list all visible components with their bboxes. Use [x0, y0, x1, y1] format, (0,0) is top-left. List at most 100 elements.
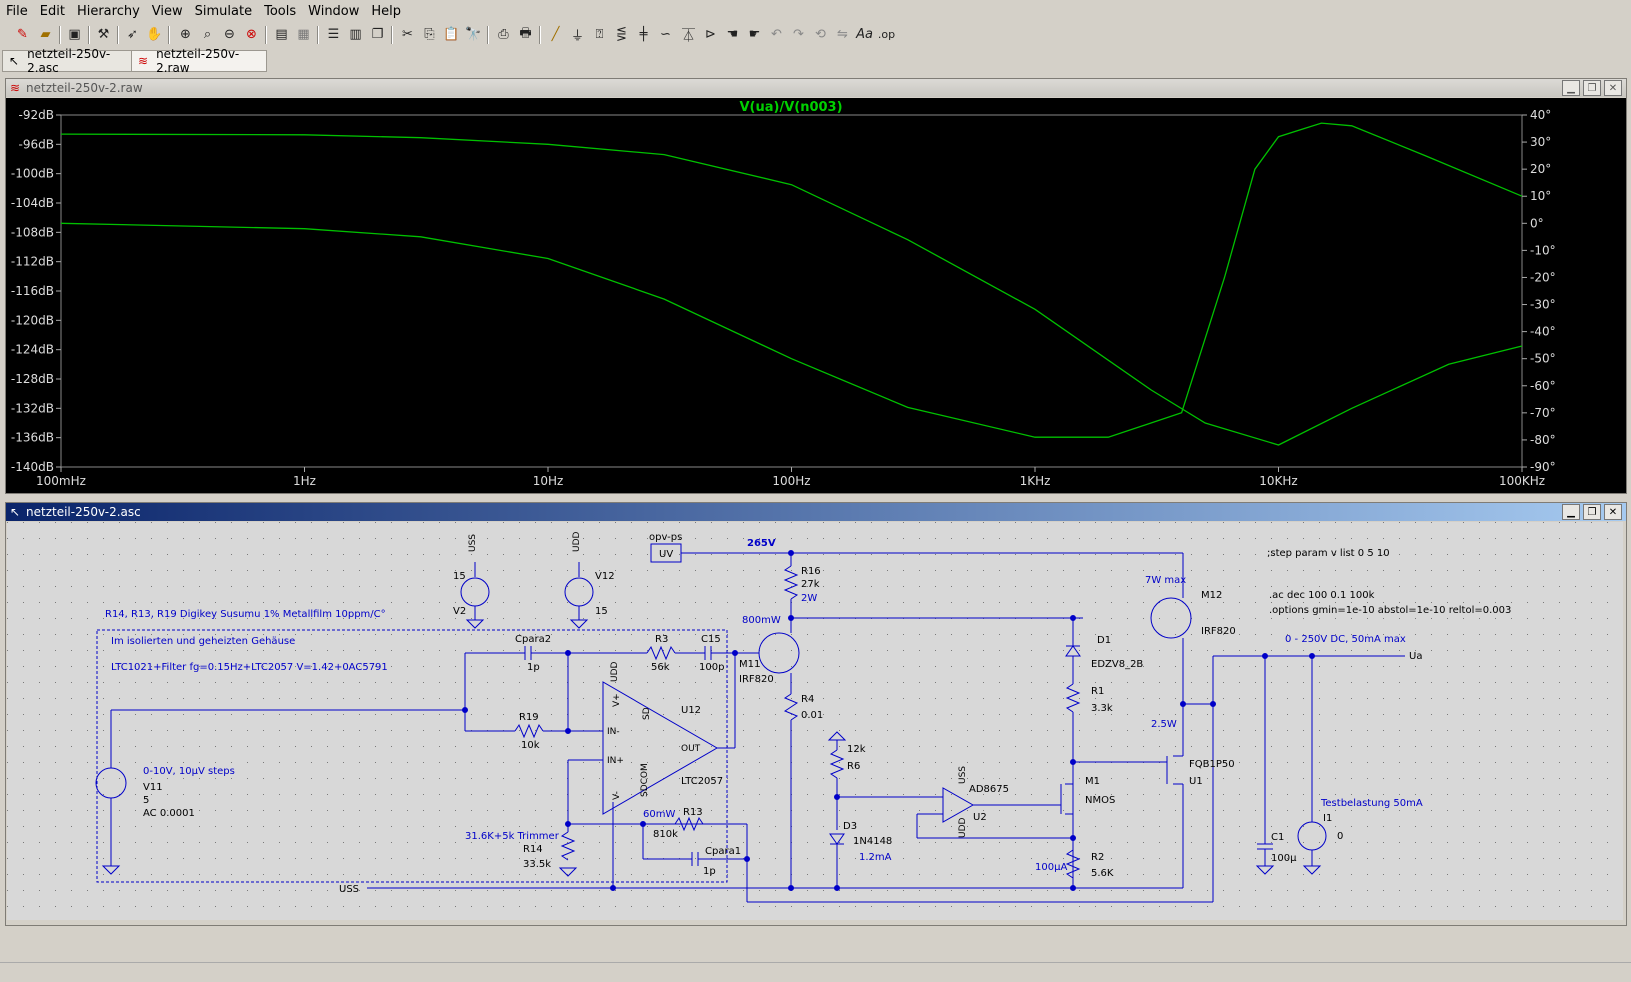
ground-icon[interactable]: ⏚	[570, 29, 584, 44]
ac-directive[interactable]: .ac dec 100 0.1 100k	[1269, 590, 1375, 601]
v11-value[interactable]: 5	[143, 795, 149, 806]
mirror-icon[interactable]: ⇋	[837, 27, 848, 42]
r2-resistor[interactable]	[1065, 849, 1081, 879]
d1-model[interactable]: EDZV8_2B	[1091, 659, 1143, 670]
udd-net-label[interactable]: UDD	[572, 531, 582, 552]
menu-help[interactable]: Help	[371, 3, 402, 19]
trace-label[interactable]: V(ua)/V(n003)	[739, 100, 842, 115]
halt-icon[interactable]: ✋	[146, 27, 163, 42]
cpara1-value[interactable]: 1p	[703, 866, 716, 877]
v12-value[interactable]: 15	[595, 606, 608, 617]
m11-power[interactable]: 800mW	[742, 615, 781, 626]
r2-name[interactable]: R2	[1091, 852, 1104, 863]
ua-net-label[interactable]: Ua	[1409, 651, 1422, 662]
r19-value[interactable]: 10k	[521, 740, 540, 751]
rotate-icon[interactable]: ⟲	[815, 27, 826, 42]
cpara2-name[interactable]: Cpara2	[515, 634, 551, 645]
r2-current[interactable]: 100µA	[1035, 862, 1067, 873]
m12-model[interactable]: IRF820	[1201, 626, 1236, 637]
c15-name[interactable]: C15	[701, 634, 721, 645]
r16-resistor[interactable]	[783, 565, 799, 600]
minimize-icon[interactable]: ▁	[1562, 80, 1580, 96]
d3-current[interactable]: 1.2mA	[859, 852, 892, 863]
save-icon[interactable]: ▣	[68, 27, 81, 42]
maximize-icon[interactable]: ❐	[1583, 504, 1601, 520]
drag-icon[interactable]: ☛	[748, 27, 761, 42]
grid-icon[interactable]: ▦	[297, 27, 310, 42]
m1-name[interactable]: M1	[1085, 776, 1100, 787]
m11-model[interactable]: IRF820	[739, 674, 774, 685]
tab-raw[interactable]: ≋ netzteil-250v-2.raw	[131, 47, 267, 75]
inductor-icon[interactable]: ∽	[660, 27, 671, 42]
zoom-out-icon[interactable]: ⊖	[224, 27, 235, 42]
control-panel-icon[interactable]: ⚒	[97, 27, 110, 42]
cascade-icon[interactable]: ❐	[371, 27, 384, 42]
m12-mosfet[interactable]	[1150, 597, 1192, 639]
cut-icon[interactable]: ✂	[402, 27, 413, 42]
m12-name[interactable]: M12	[1201, 590, 1222, 601]
component-icon[interactable]: ⊳	[705, 27, 716, 42]
m1-model[interactable]: NMOS	[1085, 795, 1115, 806]
r13-name[interactable]: R13	[683, 807, 703, 818]
open-icon[interactable]: ▰	[40, 27, 51, 42]
close-icon[interactable]: ✕	[1604, 504, 1622, 520]
d3-diode[interactable]	[829, 833, 845, 845]
spice-directive-icon[interactable]: .op	[877, 28, 896, 41]
c15-value[interactable]: 100p	[699, 662, 724, 673]
d3-model[interactable]: 1N4148	[853, 836, 892, 847]
find-icon[interactable]: 🔭	[465, 27, 482, 42]
r13-power[interactable]: 60mW	[643, 809, 675, 820]
r14-trimmer-note[interactable]: 31.6K+5k Trimmer	[465, 831, 560, 842]
r3-value[interactable]: 56k	[651, 662, 670, 673]
magnitude-trace[interactable]	[60, 133, 1523, 446]
r4-value[interactable]: 0.01	[801, 710, 823, 721]
v2-value[interactable]: 15	[453, 571, 466, 582]
c1-name[interactable]: C1	[1271, 832, 1284, 843]
cpara1-name[interactable]: Cpara1	[705, 846, 741, 857]
m12-power[interactable]: 7W max	[1145, 575, 1186, 586]
r13-value[interactable]: 810k	[653, 829, 678, 840]
tile-horizontal-icon[interactable]: ☰	[327, 27, 340, 42]
opv-ps-label[interactable]: opv-ps	[649, 532, 682, 543]
note-resistors[interactable]: R14, R13, R19 Digikey Susumu 1% Metallfi…	[105, 609, 386, 620]
resistor-icon[interactable]: ⋚	[616, 27, 627, 42]
r16-power[interactable]: 2W	[801, 593, 817, 604]
wire-icon[interactable]: ╱	[551, 27, 560, 42]
net-265v-label[interactable]: 265V	[747, 538, 776, 549]
options-directive[interactable]: .options gmin=1e-10 abstol=1e-10 reltol=…	[1269, 605, 1511, 616]
menu-tools[interactable]: Tools	[264, 3, 297, 19]
redo-icon[interactable]: ↷	[793, 27, 804, 42]
r6-name[interactable]: R6	[847, 761, 860, 772]
r1-resistor[interactable]	[1065, 683, 1081, 713]
tile-vertical-icon[interactable]: ▥	[349, 27, 362, 42]
v11-name[interactable]: V11	[143, 782, 163, 793]
r6-resistor[interactable]	[829, 749, 845, 779]
r16-value[interactable]: 27k	[801, 579, 820, 590]
step-directive[interactable]: ;step param v list 0 5 10	[1267, 548, 1390, 559]
v11-description[interactable]: 0-10V, 10µV steps	[143, 766, 235, 777]
v2-name[interactable]: V2	[453, 606, 466, 617]
r3-resistor[interactable]	[646, 645, 676, 661]
r19-name[interactable]: R19	[519, 712, 539, 723]
u1-name[interactable]: U1	[1189, 776, 1203, 787]
u12-name[interactable]: U12	[681, 705, 701, 716]
cpara2-value[interactable]: 1p	[527, 662, 540, 673]
pan-icon[interactable]: ⌕	[203, 27, 212, 42]
u1-power[interactable]: 2.5W	[1151, 719, 1177, 730]
u1-model[interactable]: FQB1P50	[1189, 759, 1235, 770]
c1-value[interactable]: 100µ	[1271, 853, 1297, 864]
note-reference[interactable]: LTC1021+Filter fg=0.15Hz+LTC2057 V=1.42+…	[111, 662, 388, 673]
d1-name[interactable]: D1	[1097, 635, 1111, 646]
waveform-plot[interactable]: V(ua)/V(n003) -92dB-96dB-100dB-104dB-108…	[6, 98, 1626, 493]
r2-value[interactable]: 5.6K	[1091, 868, 1114, 879]
r1-name[interactable]: R1	[1091, 686, 1104, 697]
zoom-in-icon[interactable]: ⊕	[180, 27, 191, 42]
m11-name[interactable]: M11	[739, 659, 760, 670]
d3-name[interactable]: D3	[843, 821, 857, 832]
i1-name[interactable]: I1	[1323, 813, 1332, 824]
menu-file[interactable]: File	[6, 3, 28, 19]
output-description[interactable]: 0 - 250V DC, 50mA max	[1285, 634, 1406, 645]
diode-icon[interactable]: ⏄	[681, 29, 695, 44]
tab-schematic[interactable]: ↖ netzteil-250v-2.asc	[2, 47, 134, 75]
uss-rail-label[interactable]: USS	[339, 884, 359, 895]
